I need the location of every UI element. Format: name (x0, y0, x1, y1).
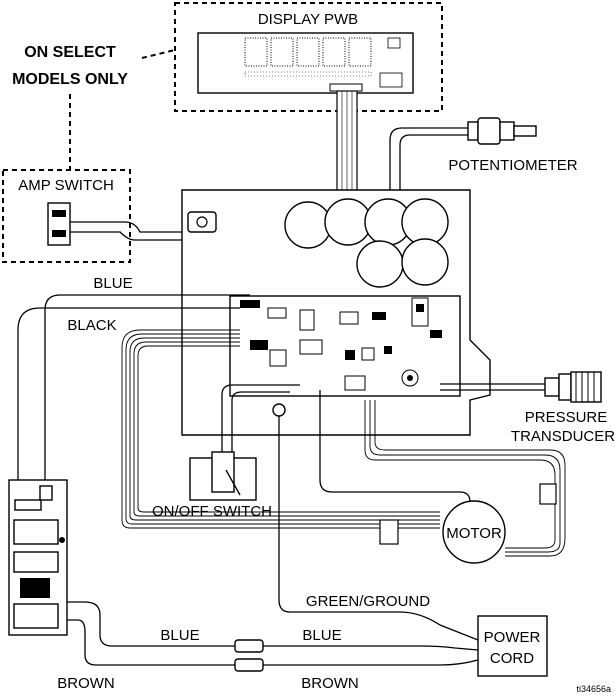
pressure-transducer-label-line2: TRANSDUCER (511, 428, 615, 445)
brown-right-label: BROWN (301, 675, 359, 692)
ground-terminal (272, 403, 479, 641)
on-off-switch-label: ON/OFF SWITCH (152, 503, 272, 520)
brown-wire-lower (67, 619, 235, 666)
display-pwb: DISPLAY PWB (174, 2, 443, 112)
motor-harness (121, 329, 440, 545)
control-chassis (181, 189, 491, 436)
motor-label: MOTOR (446, 525, 502, 542)
on-select-label-line2: MODELS ONLY (12, 71, 128, 88)
power-board (8, 479, 68, 636)
blue-connector (234, 639, 264, 653)
capacitor (356, 240, 404, 288)
reference-id: ti34656a (576, 684, 611, 694)
blue-wire-top (44, 294, 250, 480)
amp-switch-label: AMP SWITCH (18, 177, 114, 194)
display-pwb-dashed-box (174, 2, 443, 112)
display-digits (244, 37, 403, 92)
amp-switch: AMP SWITCH (2, 169, 131, 263)
black-label: BLACK (67, 317, 116, 334)
capacitor (324, 198, 372, 246)
on-select-label-line1: ON SELECT (24, 44, 116, 61)
potentiometer-label: POTENTIOMETER (448, 157, 577, 174)
display-board (197, 32, 414, 94)
capacitor (401, 238, 449, 286)
blue-top-label: BLUE (93, 275, 132, 292)
brown-left-label: BROWN (57, 675, 115, 692)
amp-switch-body (47, 202, 71, 246)
motor-wire (319, 390, 471, 515)
blue-left-label: BLUE (160, 627, 199, 644)
callout-line-display (141, 49, 176, 59)
blue-wire-lower (67, 601, 235, 647)
power-cord-label-line2: CORD (490, 650, 534, 667)
black-wire (17, 307, 240, 480)
pressure-transducer: PRESSURE TRANSDUCER (440, 371, 615, 445)
power-cord: POWER CORD (477, 615, 548, 677)
amp-switch-dashed-box (2, 169, 131, 263)
blue-right-label: BLUE (302, 627, 341, 644)
display-pwb-label: DISPLAY PWB (258, 11, 358, 28)
motor-harness-right (364, 400, 566, 557)
motor: MOTOR (442, 500, 506, 564)
pressure-transducer-label-line1: PRESSURE (525, 409, 608, 426)
amp-wire-1 (70, 221, 360, 237)
power-cord-label-line1: POWER (484, 629, 541, 646)
capacitor (284, 201, 332, 249)
on-off-switch: ON/OFF SWITCH (152, 384, 300, 520)
capacitor (401, 198, 449, 246)
potentiometer: POTENTIOMETER (389, 117, 578, 300)
brown-connector (234, 658, 264, 672)
green-ground-label: GREEN/GROUND (306, 593, 430, 610)
